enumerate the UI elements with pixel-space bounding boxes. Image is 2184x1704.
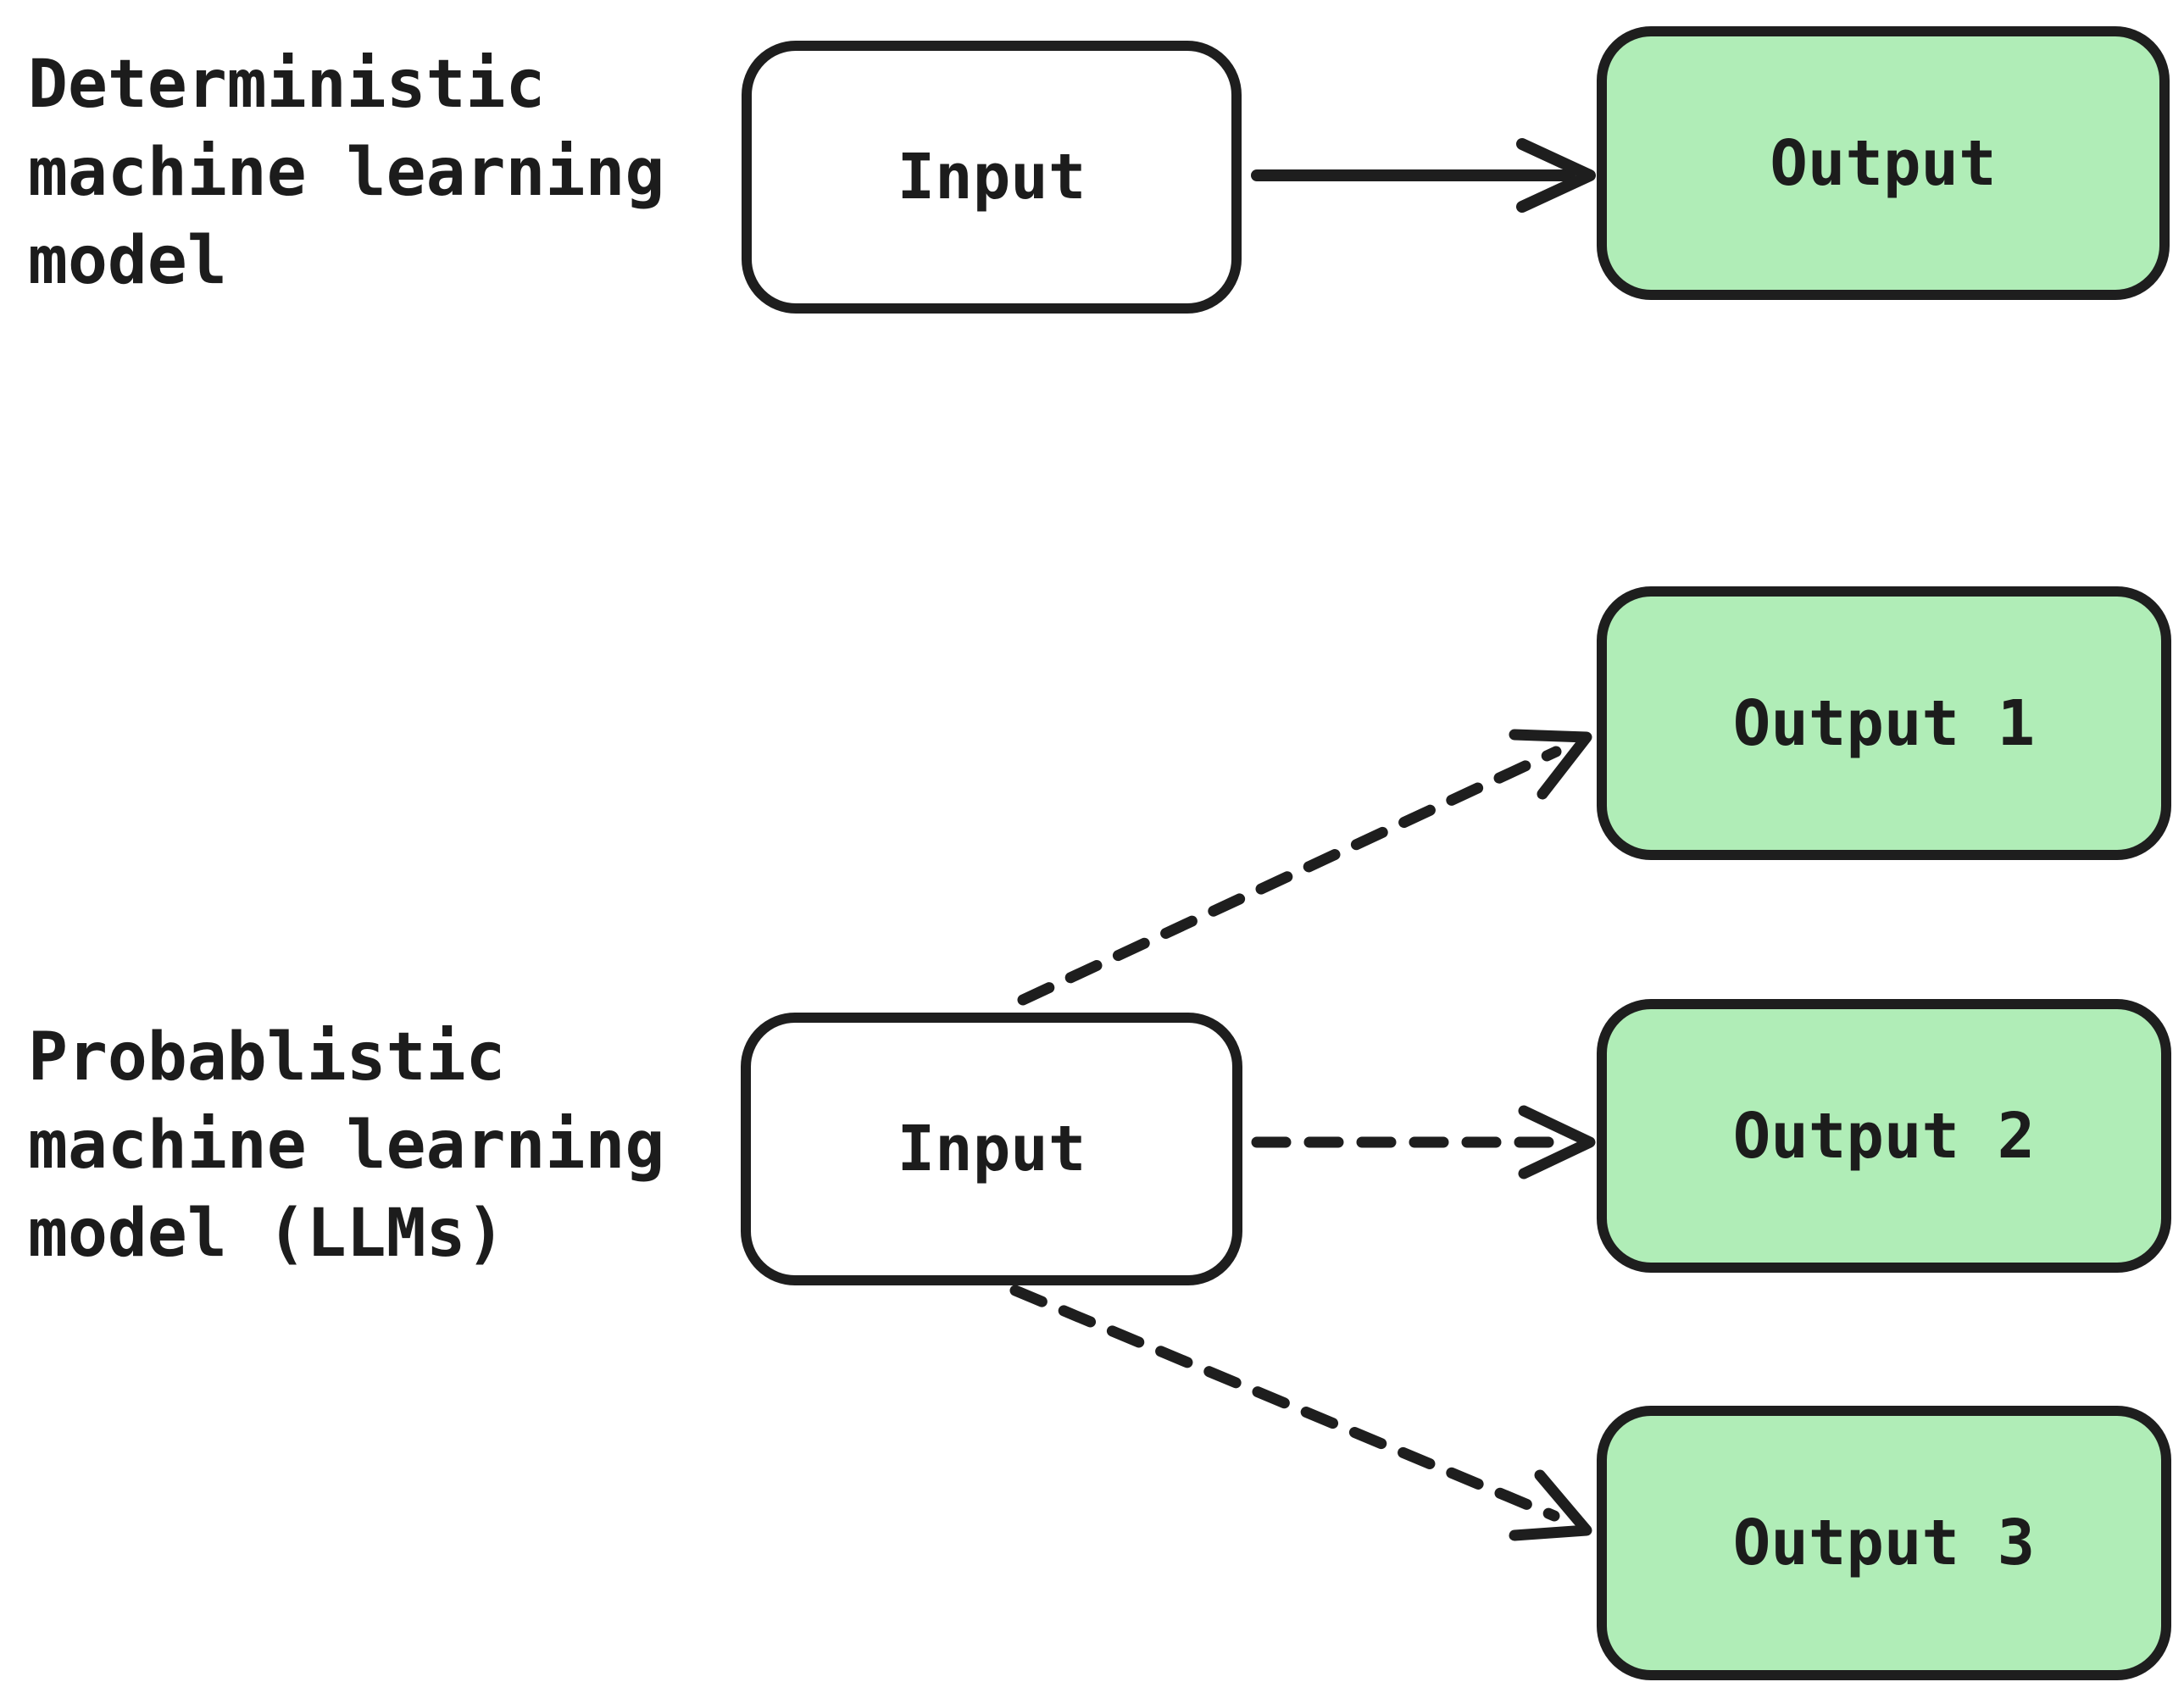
probabilistic-output-1-node: Output 1 xyxy=(1597,586,2171,860)
probabilistic-input-label: Input xyxy=(897,1113,1086,1185)
dashed-arrow-input-to-output-2 xyxy=(1251,1105,1596,1179)
probabilistic-output-2-label: Output 2 xyxy=(1732,1099,2036,1173)
probabilistic-output-2-node: Output 2 xyxy=(1597,999,2171,1273)
deterministic-label-line-3: model xyxy=(28,223,227,299)
probabilistic-label-line-2: machine learning xyxy=(28,1107,665,1184)
dashed-arrow-input-to-output-1 xyxy=(1017,729,1592,1006)
deterministic-input-node: Input xyxy=(742,41,1242,314)
probabilistic-output-3-label: Output 3 xyxy=(1732,1507,2036,1579)
probabilistic-output-1-label: Output 1 xyxy=(1732,686,2036,760)
probabilistic-input-node: Input xyxy=(741,1013,1242,1285)
deterministic-label-line-2: machine learning xyxy=(28,135,665,211)
deterministic-label-line-1: Deterministic xyxy=(28,47,546,123)
probabilistic-label-line-3: model (LLMs) xyxy=(28,1196,506,1272)
deterministic-section-label: Deterministic machine learning model xyxy=(28,41,664,305)
deterministic-output-label: Output xyxy=(1770,126,1997,200)
deterministic-output-node: Output xyxy=(1597,26,2170,300)
probabilistic-section-label: Probablistic machine learning model (LLM… xyxy=(28,1013,664,1278)
probabilistic-output-3-node: Output 3 xyxy=(1597,1406,2171,1680)
dashed-arrow-input-to-output-3 xyxy=(1009,1285,1592,1541)
solid-arrow-input-to-output xyxy=(1251,138,1596,213)
probabilistic-label-line-1: Probablistic xyxy=(28,1019,506,1096)
deterministic-input-label: Input xyxy=(897,141,1086,214)
